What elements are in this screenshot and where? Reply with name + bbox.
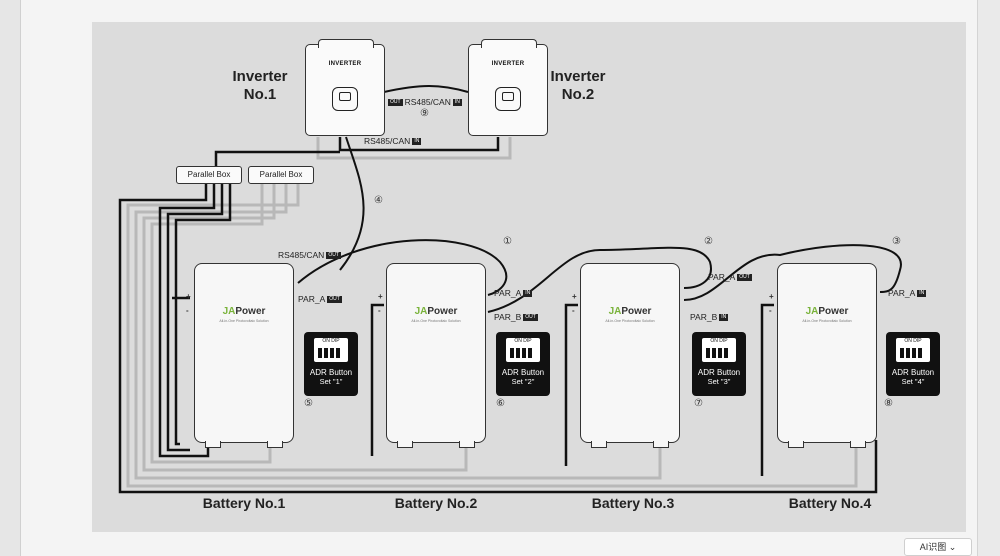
battery-4: + - JAPower All-in-One Photovoltaic Solu…: [769, 263, 877, 448]
dip-switch-icon: ON DIP: [896, 338, 930, 362]
battery-foot: [653, 441, 669, 448]
cable-number-8: ⑧: [884, 398, 893, 409]
port-tag-out: OUT: [326, 252, 341, 260]
cable-number-2: ②: [704, 236, 713, 247]
logo-tagline: All-in-One Photovoltaic Solution: [411, 319, 461, 323]
battery-2-label: Battery No.2: [394, 495, 478, 511]
adr-button-1: ON DIP ADR Button Set "1": [304, 332, 358, 396]
battery-foot: [205, 441, 221, 448]
inverter-top-tab: [481, 39, 537, 48]
japower-logo: JAPower: [222, 306, 266, 317]
positive-terminal: +: [186, 292, 191, 301]
battery-2: + - JAPower All-in-One Photovoltaic Solu…: [378, 263, 486, 448]
inverter-2-label: Inverter No.2: [550, 68, 606, 103]
battery-4-label: Battery No.4: [788, 495, 872, 511]
battery-1: + - JAPower All-in-One Photovoltaic Solu…: [186, 263, 294, 448]
battery-foot: [397, 441, 413, 448]
port-tag-in: IN: [412, 138, 422, 146]
inverter-1: INVERTER: [305, 39, 385, 136]
cable-number-3: ③: [892, 236, 901, 247]
dip-switch-icon: ON DIP: [702, 338, 736, 362]
logo-tagline: All-in-One Photovoltaic Solution: [605, 319, 655, 323]
negative-terminal: -: [378, 306, 381, 315]
inverter-top-tab: [318, 39, 374, 48]
adr-button-4: ON DIP ADR Button Set "4": [886, 332, 940, 396]
battery-foot: [459, 441, 475, 448]
negative-terminal: -: [186, 306, 189, 315]
logo-tagline: All-in-One Photovoltaic Solution: [802, 319, 852, 323]
dip-switch-icon: ON DIP: [314, 338, 348, 362]
port-tag-in: IN: [452, 99, 462, 107]
cable-number-4: ④: [374, 195, 383, 206]
adr-button-2: ON DIP ADR Button Set "2": [496, 332, 550, 396]
positive-terminal: +: [572, 292, 577, 301]
parallel-box-2: Parallel Box: [248, 166, 314, 184]
japower-logo: JAPower: [805, 306, 849, 317]
japower-logo: JAPower: [414, 306, 458, 317]
inverter-display-icon: [495, 87, 521, 111]
dip-switch-icon: ON DIP: [506, 338, 540, 362]
cable-number-1: ①: [503, 236, 512, 247]
cable-number-5: ⑤: [304, 398, 313, 409]
cable-number-7: ⑦: [694, 398, 703, 409]
inverter-brand: INVERTER: [328, 61, 362, 67]
inverter-1-label: Inverter No.1: [232, 68, 288, 103]
right-window-edge: [977, 0, 1000, 556]
adr-button-3: ON DIP ADR Button Set "3": [692, 332, 746, 396]
parallel-box-1: Parallel Box: [176, 166, 242, 184]
negative-terminal: -: [572, 306, 575, 315]
ai-recognize-button[interactable]: AI识图 ⌄: [904, 538, 972, 556]
negative-terminal: -: [769, 306, 772, 315]
battery-3-label: Battery No.3: [591, 495, 675, 511]
logo-tagline: All-in-One Photovoltaic Solution: [219, 319, 269, 323]
battery-3: + - JAPower All-in-One Photovoltaic Solu…: [572, 263, 680, 448]
japower-logo: JAPower: [608, 306, 652, 317]
battery-1-label: Battery No.1: [202, 495, 286, 511]
positive-terminal: +: [769, 292, 774, 301]
port-tag-out: OUT: [388, 99, 403, 107]
positive-terminal: +: [378, 292, 383, 301]
battery-foot: [267, 441, 283, 448]
inverter-display-icon: [332, 87, 358, 111]
cable-number-9: ⑨: [420, 108, 429, 119]
left-window-edge: [0, 0, 21, 556]
cable-number-6: ⑥: [496, 398, 505, 409]
battery-foot: [850, 441, 866, 448]
inverter-brand: INVERTER: [491, 61, 525, 67]
battery-foot: [591, 441, 607, 448]
battery-foot: [788, 441, 804, 448]
inverter-2: INVERTER: [468, 39, 548, 136]
